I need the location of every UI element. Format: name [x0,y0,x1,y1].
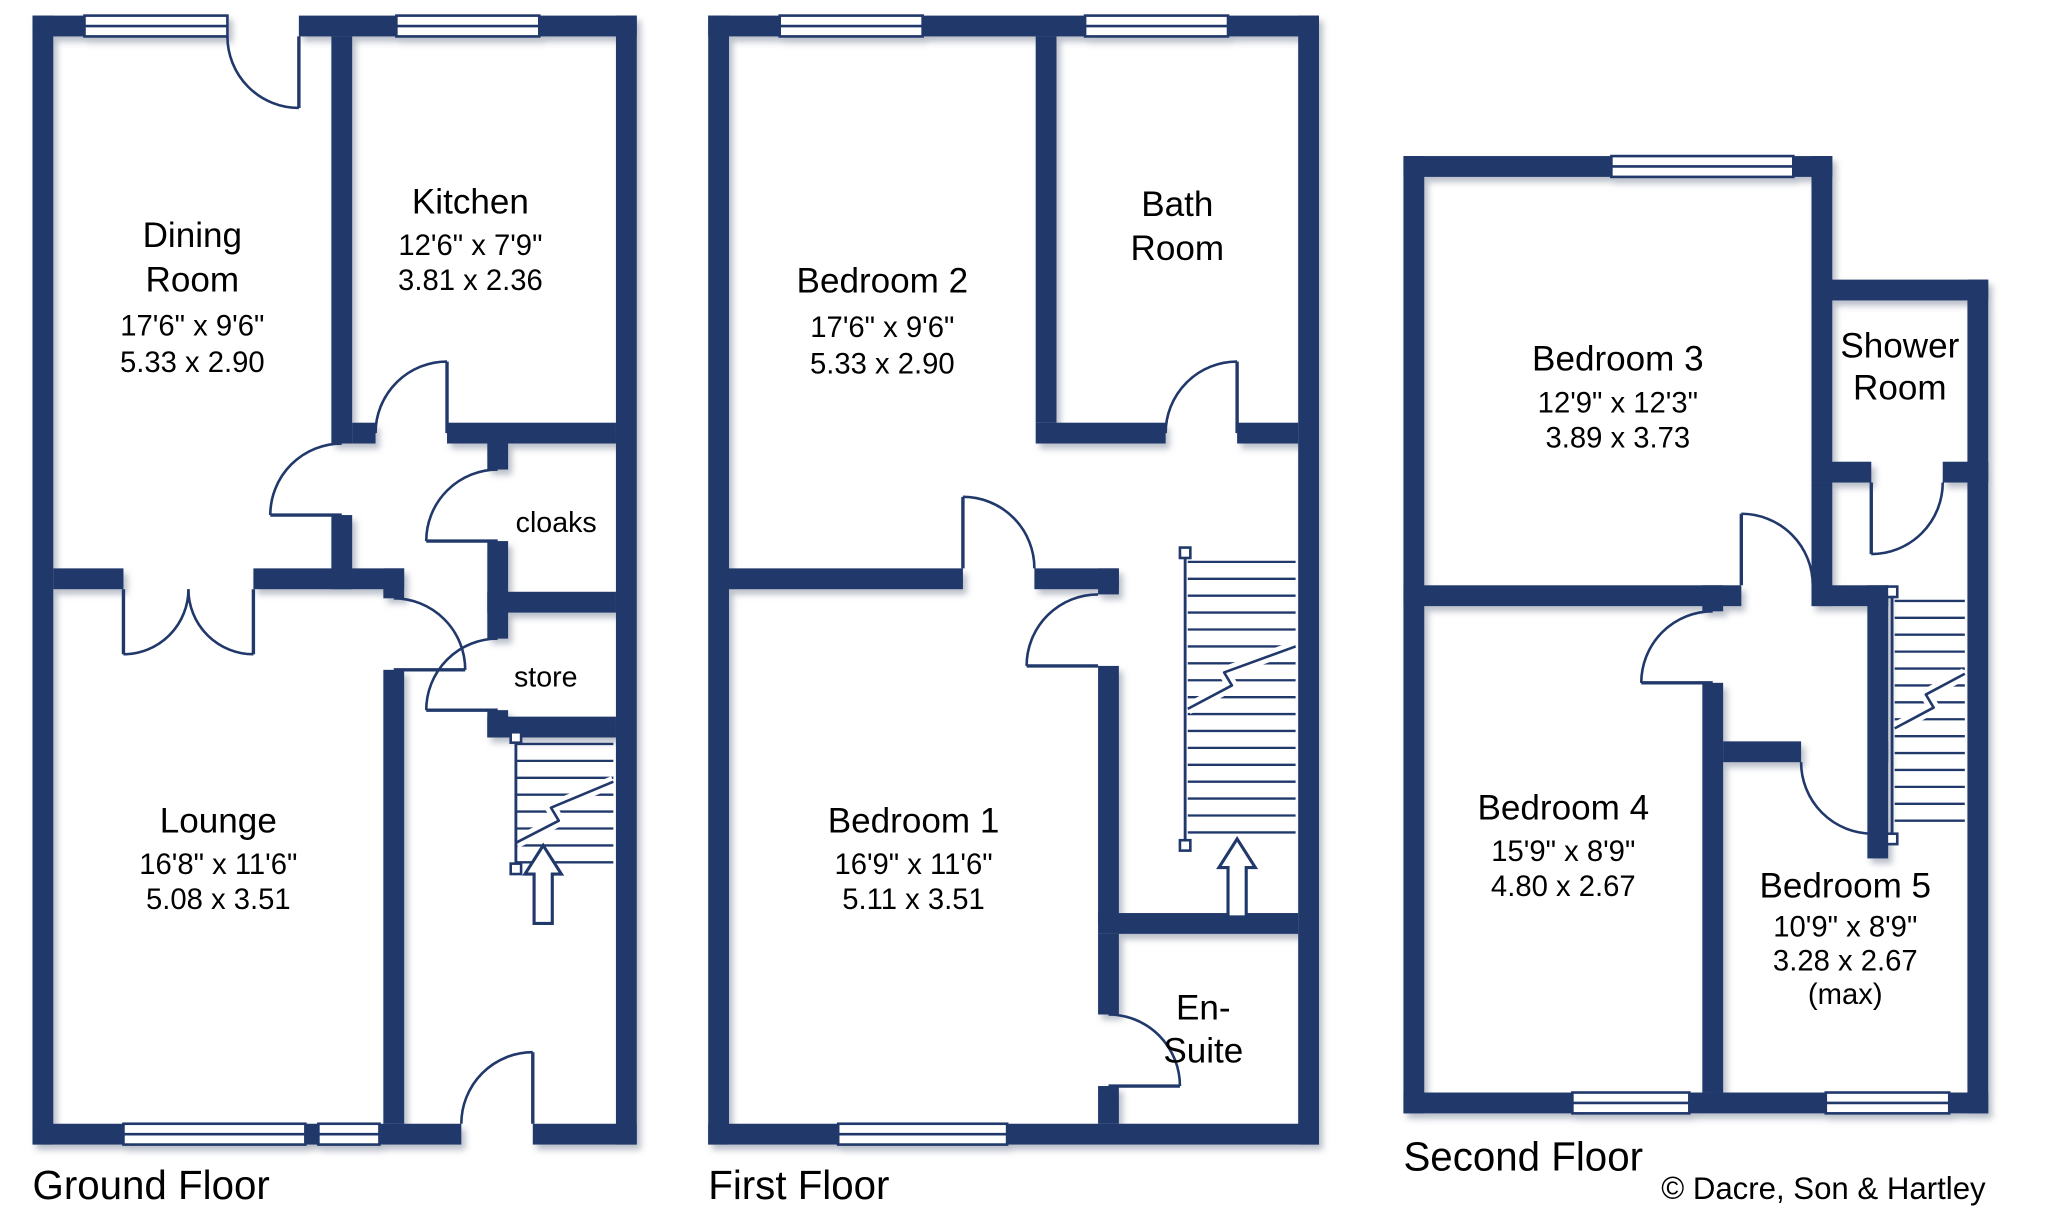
room-name-label: Bedroom 4 [1477,788,1649,827]
room-name-label: Suite [1163,1032,1243,1071]
stair-treads [515,742,614,864]
room-name-label: Bath [1141,185,1213,224]
room-dims-metric: 3.28 x 2.67 [1773,945,1918,977]
newel-post [1178,838,1192,852]
room-dims-note: (max) [1808,979,1883,1011]
first-floor-stairs [1178,546,1298,919]
window [1610,154,1795,179]
door-arc [226,36,301,110]
up-arrow-icon [1216,836,1259,919]
door-arc [424,637,498,712]
stair-break-line [1184,640,1298,715]
room-name-label: Room [1853,368,1947,407]
door-arc [268,442,342,517]
door-arc [393,596,467,672]
room-name-label: Shower [1840,327,1959,366]
window [395,14,541,38]
window [83,14,229,38]
room-dims-imperial: 12'9" x 12'3" [1538,387,1698,419]
room-dims-metric: 3.81 x 2.36 [398,265,543,297]
room-name-label: Room [146,260,240,299]
door-arc [1869,482,1945,556]
room-dims-metric: 3.89 x 3.73 [1546,422,1691,454]
stair-break-line [1891,668,1968,734]
room-dims-imperial: 17'6" x 9'6" [120,311,264,343]
window [122,1122,307,1146]
second-floor-labels: Bedroom 3 12'9" x 12'3" 3.89 x 3.73 Show… [1403,327,1959,1180]
room-dims-imperial: 10'9" x 8'9" [1773,911,1917,943]
door-arc [1108,1013,1182,1088]
second-floor-walls [1403,154,1989,1115]
first-floor-walls [708,14,1319,1146]
newel-post [1178,546,1192,560]
double-door-arc [187,589,256,656]
ground-floor-plan: Dining Room 17'6" x 9'6" 5.33 x 2.90 Kit… [32,14,637,1208]
newel-post [1885,585,1899,599]
room-dims-imperial: 17'6" x 9'6" [810,312,954,344]
front-door-arc [460,1050,535,1124]
room-name-label: store [514,662,578,694]
floor-label: Second Floor [1403,1135,1643,1180]
ground-floor-stairs [509,730,616,926]
room-name-label: En- [1176,989,1231,1028]
newel-post [1885,832,1899,846]
floor-label: First Floor [708,1163,889,1208]
copyright-label: © Dacre, Son & Hartley [1661,1171,1986,1206]
first-floor-doors [961,360,1239,1088]
room-dims-metric: 4.80 x 2.67 [1491,871,1636,903]
room-dims-imperial: 16'9" x 11'6" [834,849,992,881]
second-floor-stairs [1885,585,1968,846]
first-floor-plan: Bedroom 2 17'6" x 9'6" 5.33 x 2.90 Bath … [708,14,1319,1208]
door-arc [1025,593,1099,668]
door-arc [1164,360,1239,434]
room-name-label: cloaks [516,507,597,539]
ground-floor-labels: Dining Room 17'6" x 9'6" 5.33 x 2.90 Kit… [32,182,596,1208]
newel-post [509,730,523,744]
room-name-label: Lounge [160,801,277,840]
room-name-label: Dining [143,216,242,255]
stair-break-line [513,776,616,849]
floor-label: Ground Floor [32,1163,269,1208]
second-floor-plan: Bedroom 3 12'9" x 12'3" 3.89 x 3.73 Show… [1403,154,1989,1180]
ground-floor-doors [121,36,535,1124]
door-arc [1639,610,1713,685]
room-dims-imperial: 12'6" x 7'9" [398,230,542,262]
door-arc [374,360,449,434]
window [1571,1091,1691,1115]
window [1083,14,1230,38]
room-name-label: Room [1131,229,1225,268]
second-floor-doors [1639,482,1945,836]
room-dims-metric: 5.33 x 2.90 [810,348,955,380]
room-dims-metric: 5.11 x 3.51 [842,884,985,916]
window [836,1122,1009,1146]
window [1824,1091,1951,1115]
first-floor-labels: Bedroom 2 17'6" x 9'6" 5.33 x 2.90 Bath … [708,185,1243,1208]
room-name-label: Bedroom 5 [1759,866,1931,905]
room-dims-metric: 5.33 x 2.90 [120,347,265,379]
door-arc [1739,512,1815,586]
room-name-label: Bedroom 3 [1532,340,1704,379]
ground-floor-walls [32,14,637,1146]
stair-treads [1187,560,1296,834]
newel-post [509,862,523,876]
room-dims-metric: 5.08 x 3.51 [146,884,291,916]
door-arc [1799,762,1875,836]
up-arrow-icon [522,842,565,926]
double-door-arc [121,589,190,656]
door-arc [961,495,1036,569]
room-name-label: Kitchen [412,182,529,221]
window [778,14,924,38]
door-arc [424,468,498,543]
room-name-label: Bedroom 2 [797,262,969,301]
room-dims-imperial: 15'9" x 8'9" [1491,836,1635,868]
room-name-label: Bedroom 1 [828,801,1000,840]
room-dims-imperial: 16'8" x 11'6" [139,849,297,881]
window [317,1122,381,1146]
